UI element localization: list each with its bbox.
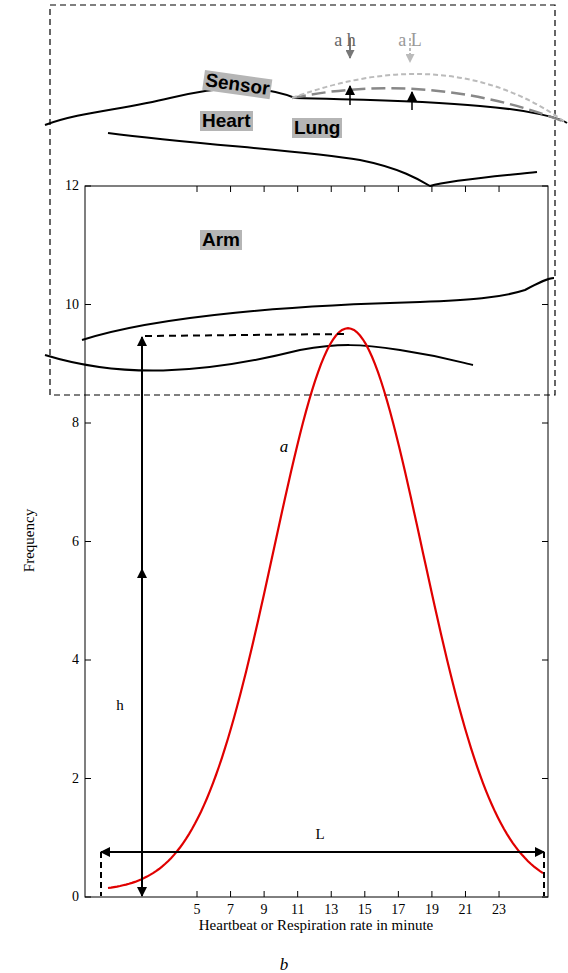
tick-label: 8	[72, 415, 79, 431]
axis-tick	[499, 891, 500, 897]
axis-tick	[431, 891, 432, 897]
tick-label: 4	[72, 652, 79, 668]
part-label: Sensor	[202, 70, 273, 99]
organ-box: Lung	[292, 118, 342, 138]
tick-label: 2	[72, 771, 79, 787]
axis-tick	[85, 186, 91, 187]
axis-tick	[297, 186, 298, 192]
tick-label: 17	[391, 902, 405, 918]
tick-label: 23	[492, 902, 506, 918]
axis-tick	[465, 186, 466, 192]
tick-label: 21	[458, 902, 472, 918]
part-label: Arm	[200, 230, 242, 250]
axis-tick	[398, 186, 399, 192]
axis-title: Frequency	[22, 508, 39, 571]
axis-tick	[331, 891, 332, 897]
amplitude-label: a h	[334, 30, 356, 50]
axis-tick	[85, 778, 91, 779]
axis-tick	[197, 186, 198, 192]
panel-letter: b	[280, 955, 289, 973]
tick-label: 12	[65, 178, 79, 194]
limb-box: Arm	[200, 230, 242, 250]
part-label: Lung	[292, 118, 342, 138]
axis-tick	[499, 186, 500, 192]
axis-tick	[542, 541, 548, 542]
tick-label: 7	[227, 902, 234, 918]
axis-tick	[85, 304, 91, 305]
tick-label: 11	[291, 902, 304, 918]
distribution-curve	[108, 328, 543, 888]
tick-label: 6	[72, 534, 79, 550]
axis-tick	[364, 891, 365, 897]
axis-tick	[264, 891, 265, 897]
sensor-box: Sensor	[202, 70, 273, 99]
axis-tick	[542, 778, 548, 779]
axis-tick	[465, 891, 466, 897]
axis-tick	[197, 891, 198, 897]
axis-tick	[85, 423, 91, 424]
tick-label: 5	[194, 902, 201, 918]
dimension-label: h	[116, 697, 124, 714]
tick-label: 0	[72, 889, 79, 905]
tick-label: 9	[261, 902, 268, 918]
organ-box: Heart	[200, 111, 253, 131]
axis-tick	[264, 186, 265, 192]
axis-tick	[85, 660, 91, 661]
dimension-label: L	[315, 826, 324, 843]
axis-tick	[85, 897, 91, 898]
axis-tick	[331, 186, 332, 192]
axis-tick	[542, 660, 548, 661]
tick-label: 10	[65, 297, 79, 313]
axis-title: Heartbeat or Respiration rate in minute	[199, 917, 434, 934]
axis-tick	[398, 891, 399, 897]
axis-tick	[542, 304, 548, 305]
axis-tick	[542, 423, 548, 424]
axis-tick	[542, 186, 548, 187]
axis-tick	[431, 186, 432, 192]
axis-tick	[297, 891, 298, 897]
axis-tick	[230, 186, 231, 192]
axis-tick	[85, 541, 91, 542]
axis-tick	[364, 186, 365, 192]
tick-label: 15	[358, 902, 372, 918]
tick-label: 13	[324, 902, 338, 918]
axis-tick	[542, 897, 548, 898]
panel-letter: a	[280, 437, 289, 456]
tick-label: 19	[425, 902, 439, 918]
part-label: Heart	[200, 111, 253, 131]
axis-tick	[230, 891, 231, 897]
amplitude-label: a L	[398, 30, 421, 50]
